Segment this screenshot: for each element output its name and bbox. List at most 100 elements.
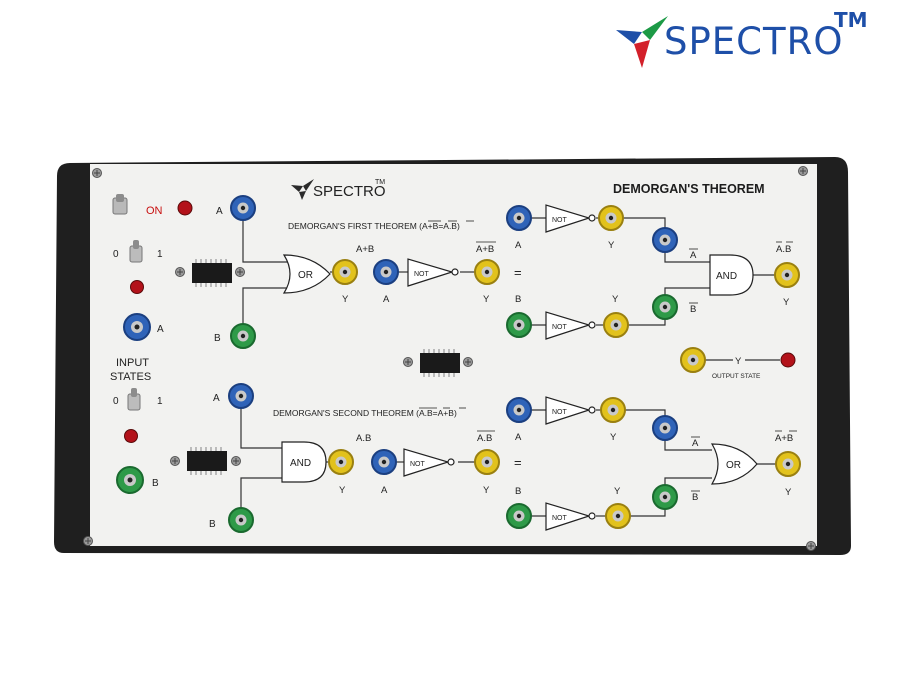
input-a-led — [130, 280, 144, 294]
switch-b-zero: 0 — [113, 396, 119, 407]
input-a-socket[interactable] — [123, 313, 151, 341]
svg-text:OR: OR — [726, 460, 741, 471]
first-r-not1-gate: NOT — [545, 204, 596, 233]
first-not-input-label: A — [383, 294, 390, 305]
second-theorem-title: DEMORGAN'S SECOND THEOREM (A.B=A+B) — [273, 408, 457, 418]
first-y1-socket[interactable] — [332, 259, 358, 285]
screw-icon — [403, 357, 413, 367]
second-r-bar-b-socket[interactable] — [652, 484, 678, 510]
first-input-a-label: A — [216, 206, 223, 217]
svg-text:OR: OR — [298, 270, 313, 281]
first-input-b-socket[interactable] — [230, 323, 256, 349]
second-not-gate: NOT — [403, 448, 455, 477]
first-r-b-socket[interactable] — [506, 312, 532, 338]
output-state-y: Y — [735, 356, 742, 367]
first-r-a-socket[interactable] — [506, 205, 532, 231]
second-input-a-label: A — [213, 393, 220, 404]
logo-text: SPECTRO — [664, 20, 844, 63]
first-r-y2-socket[interactable] — [603, 312, 629, 338]
second-r-y3-label: Y — [785, 487, 792, 498]
first-y2-label: Y — [483, 294, 490, 305]
panel-title: DEMORGAN'S THEOREM — [613, 182, 765, 196]
first-r-b-label: B — [515, 294, 521, 305]
first-r-bar-b-label: B — [690, 304, 696, 315]
first-or-gate: OR — [282, 254, 331, 294]
second-r-b-socket[interactable] — [506, 503, 532, 529]
socket-b-label: B — [152, 478, 159, 489]
second-out-label: A.B — [477, 433, 492, 444]
second-input-b-socket[interactable] — [228, 507, 254, 533]
second-y1-socket[interactable] — [328, 449, 354, 475]
second-r-y1-label: Y — [610, 432, 617, 443]
switch-a-one: 1 — [157, 249, 163, 260]
input-b-socket[interactable] — [116, 466, 144, 494]
second-r-or-gate: OR — [710, 443, 758, 485]
svg-text:AND: AND — [290, 458, 311, 469]
screw-icon — [170, 456, 180, 466]
svg-text:NOT: NOT — [414, 271, 430, 278]
output-state-socket[interactable] — [680, 347, 706, 373]
ic-chip — [187, 447, 227, 475]
second-r-a-socket[interactable] — [506, 397, 532, 423]
second-r-y2-socket[interactable] — [605, 503, 631, 529]
socket-a-label: A — [157, 324, 164, 335]
first-r-y1-label: Y — [608, 240, 615, 251]
first-out-label: A+B — [476, 244, 494, 255]
board-logo-tm: TM — [375, 179, 385, 186]
second-r-not2-gate: NOT — [545, 502, 596, 531]
spectro-logo: SPECTRO TM — [612, 8, 872, 72]
second-r-not1-gate: NOT — [545, 396, 596, 425]
logo-tm: TM — [834, 8, 868, 32]
first-r-y3-socket[interactable] — [774, 262, 800, 288]
first-theorem-title: DEMORGAN'S FIRST THEOREM (A+B=A.B) — [288, 221, 460, 231]
output-state-label: OUTPUT STATE — [712, 373, 761, 380]
second-y2-label: Y — [483, 485, 490, 496]
screw-icon — [92, 168, 102, 178]
screw-icon — [231, 456, 241, 466]
second-and-gate: AND — [281, 441, 327, 483]
first-r-bar-a-socket[interactable] — [652, 227, 678, 253]
svg-text:NOT: NOT — [552, 409, 568, 416]
first-not-gate: NOT — [407, 258, 459, 287]
second-equals: = — [514, 455, 522, 470]
ic-chip — [192, 259, 232, 287]
input-b-led — [124, 429, 138, 443]
svg-text:NOT: NOT — [552, 324, 568, 331]
board-logo-text: SPECTRO — [313, 183, 386, 200]
first-y2-socket[interactable] — [474, 259, 500, 285]
first-equals: = — [514, 265, 522, 280]
second-r-y3-socket[interactable] — [775, 451, 801, 477]
second-r-a-label: A — [515, 432, 522, 443]
first-r-a-label: A — [515, 240, 522, 251]
second-r-y2-label: Y — [614, 486, 621, 497]
first-r-bar-b-socket[interactable] — [652, 294, 678, 320]
svg-text:NOT: NOT — [552, 217, 568, 224]
second-r-y1-socket[interactable] — [600, 397, 626, 423]
screw-icon — [806, 541, 816, 551]
output-state-led — [780, 352, 796, 368]
second-input-a-socket[interactable] — [228, 383, 254, 409]
first-r-y3-label: Y — [783, 297, 790, 308]
second-r-out-label: A+B — [775, 433, 793, 444]
screw-icon — [463, 357, 473, 367]
ic-chip — [420, 349, 460, 377]
switch-b-one: 1 — [157, 396, 163, 407]
power-led — [177, 200, 193, 216]
first-r-and-gate: AND — [709, 254, 754, 296]
second-y2-socket[interactable] — [474, 449, 500, 475]
input-states-line2: STATES — [110, 371, 151, 383]
second-not-input-socket[interactable] — [371, 449, 397, 475]
first-r-y1-socket[interactable] — [598, 205, 624, 231]
first-y1-label: Y — [342, 294, 349, 305]
input-a-toggle[interactable] — [129, 240, 143, 263]
power-switch[interactable] — [112, 194, 128, 215]
first-input-a-socket[interactable] — [230, 195, 256, 221]
first-not-input-socket[interactable] — [373, 259, 399, 285]
input-b-toggle[interactable] — [127, 388, 141, 411]
svg-text:NOT: NOT — [410, 461, 426, 468]
first-r-y2-label: Y — [612, 294, 619, 305]
first-r-out-label: A.B — [776, 244, 791, 255]
board-logo: SPECTRO TM — [291, 179, 386, 200]
second-r-bar-a-socket[interactable] — [652, 415, 678, 441]
